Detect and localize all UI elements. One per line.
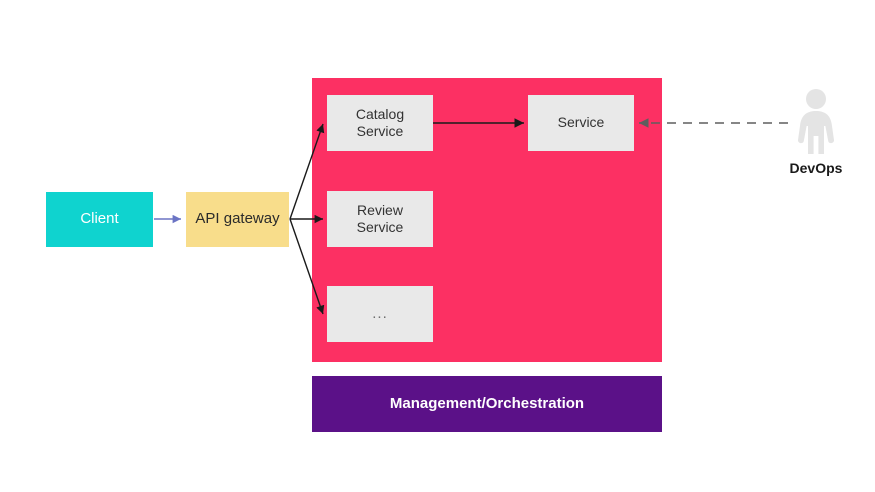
service-label: Service <box>557 114 605 131</box>
management-orchestration-label: Management/Orchestration <box>389 394 585 412</box>
more-services-label: ... <box>372 304 388 322</box>
management-orchestration-node[interactable]: Management/Orchestration <box>312 376 662 432</box>
api-gateway-label: API gateway <box>195 210 280 228</box>
review-service-node[interactable]: Review Service <box>327 191 433 247</box>
service-node[interactable]: Service <box>528 95 634 151</box>
review-service-label: Review Service <box>356 201 404 236</box>
person-icon <box>797 89 835 154</box>
api-gateway-node[interactable]: API gateway <box>186 192 289 247</box>
more-services-node[interactable]: ... <box>327 286 433 342</box>
catalog-service-label: Catalog Service <box>355 105 405 140</box>
devops-label: DevOps <box>789 160 843 176</box>
client-node[interactable]: Client <box>46 192 153 247</box>
catalog-service-node[interactable]: Catalog Service <box>327 95 433 151</box>
client-label: Client <box>80 210 119 228</box>
